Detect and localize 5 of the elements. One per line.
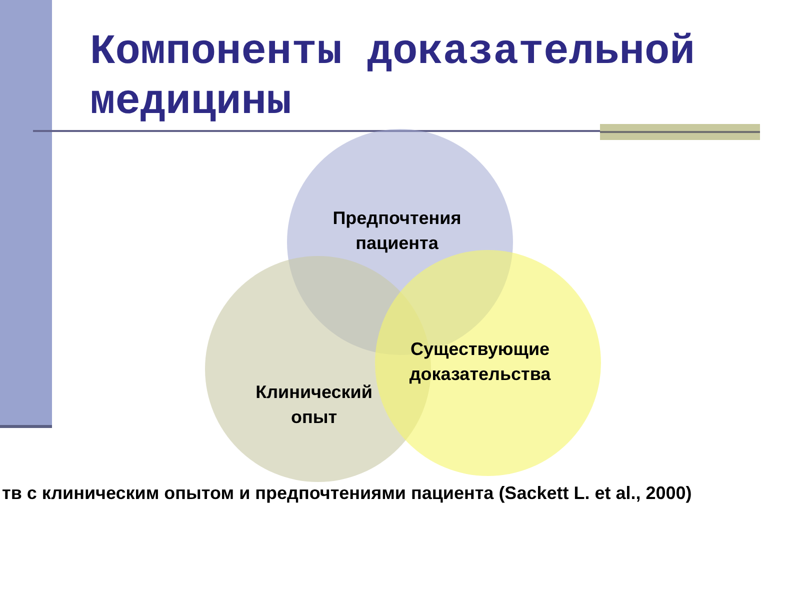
circle-label: Существующие доказательства — [408, 338, 552, 386]
caption-text: тв с клиническим опытом и предпочтениями пациента (Sackett L. et al., 2000) — [2, 482, 692, 505]
circle-label: Клинический опыт — [254, 381, 374, 429]
slide-title: Компоненты доказательной медицины — [90, 27, 696, 127]
circle-label: Предпочтения пациента — [332, 207, 462, 255]
